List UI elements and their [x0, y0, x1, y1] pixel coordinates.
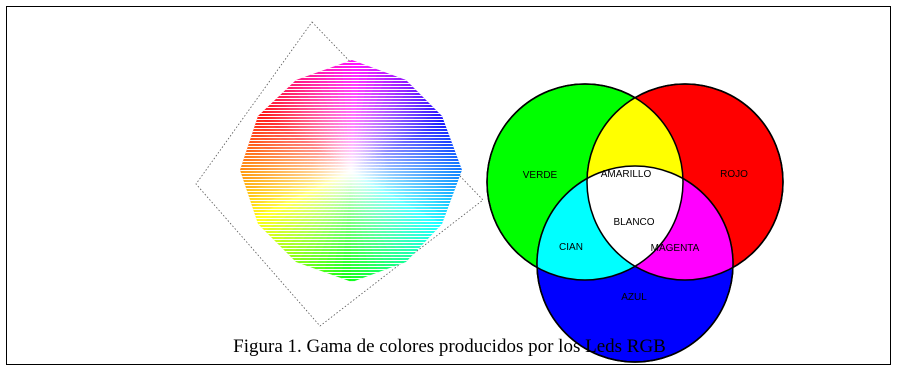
label-cian: CIAN [559, 242, 583, 253]
color-wheel [240, 60, 462, 282]
label-magenta: MAGENTA [651, 243, 700, 254]
figure-caption: Figura 1. Gama de colores producidos por… [233, 336, 666, 357]
label-amarillo: AMARILLO [601, 169, 652, 180]
label-verde: VERDE [523, 170, 558, 181]
label-blanco: BLANCO [613, 217, 654, 228]
label-rojo: ROJO [720, 169, 748, 180]
rgb-venn-diagram: VERDE AMARILLO ROJO BLANCO CIAN MAGENTA … [486, 83, 784, 363]
label-azul: AZUL [621, 292, 647, 303]
white-overlap [587, 166, 683, 280]
